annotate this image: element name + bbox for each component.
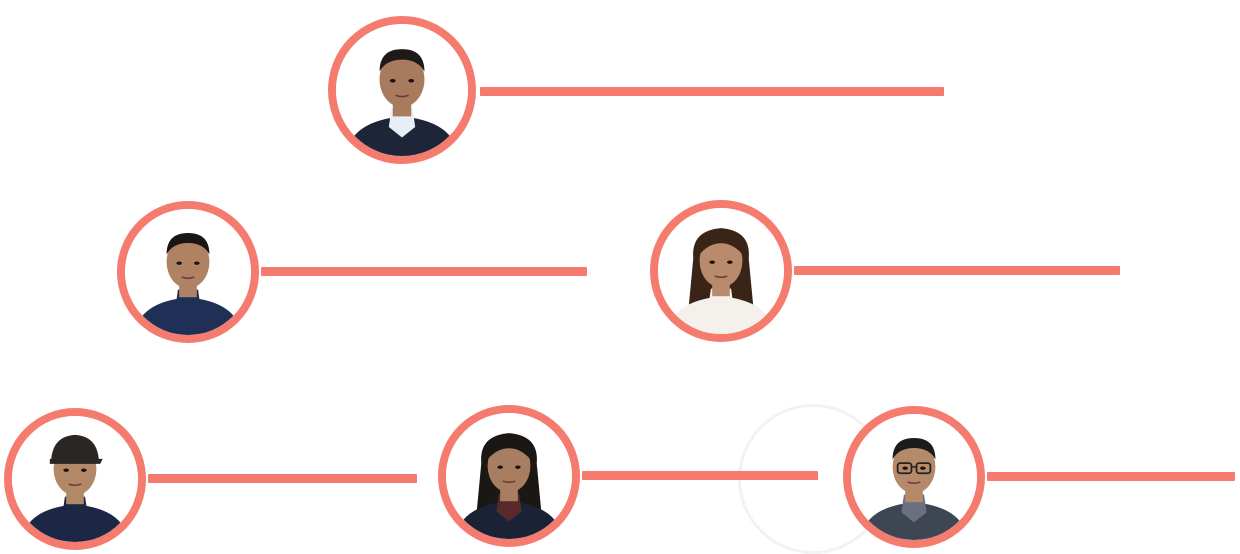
man-cap-portrait-icon [12,416,138,542]
woman-portrait-icon [658,208,784,334]
name-line [794,266,1120,275]
name-line [987,472,1235,481]
member-photo [4,408,146,550]
young-man-glasses-portrait-icon [851,414,977,540]
name-line [148,474,417,483]
man-polo-portrait-icon [125,209,251,335]
name-line [480,87,944,96]
man-suit-portrait-icon [336,24,468,156]
name-line [582,471,818,480]
woman-polo-portrait-icon [446,413,572,539]
member-photo [328,16,476,164]
member-photo [438,405,580,547]
member-photo [843,406,985,548]
member-photo [117,201,259,343]
name-line [261,267,587,276]
member-photo [650,200,792,342]
